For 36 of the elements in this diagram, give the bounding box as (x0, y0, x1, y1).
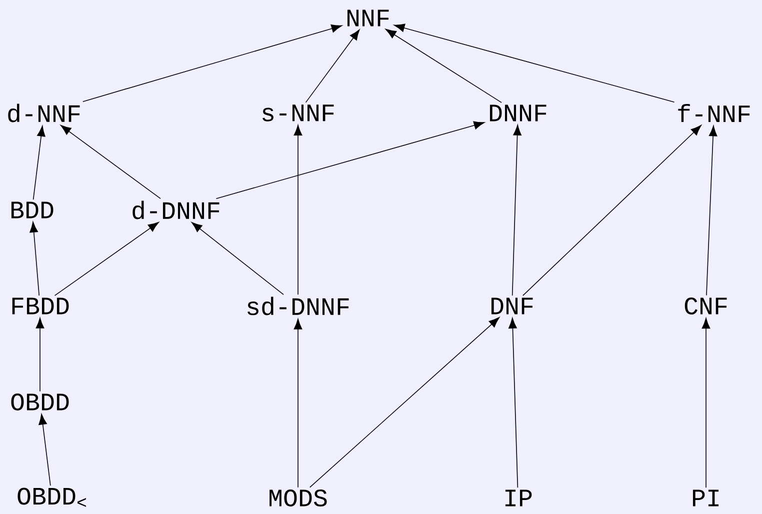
formula-label: DNF (491, 298, 533, 314)
arrow (702, 318, 710, 488)
formula-label: d-DNNF (132, 200, 220, 220)
formula-label: s-NNF (262, 104, 334, 122)
arrow (309, 317, 500, 488)
arrow (30, 222, 40, 296)
arrow (54, 222, 159, 296)
formula-label: BDD (11, 202, 54, 218)
arrow (38, 414, 51, 486)
formula-label: FBDD (12, 298, 69, 314)
arrow (512, 124, 522, 296)
arrow (394, 24, 675, 103)
arrow (36, 318, 44, 392)
arrow (706, 126, 718, 296)
formula-label: CNF (684, 298, 727, 314)
formula-label: IP (505, 490, 532, 506)
formula-label: OBDD$_{<}$ (18, 488, 86, 507)
formula-label: OBDD (11, 394, 69, 410)
arrow (32, 126, 46, 200)
arrow (522, 125, 702, 296)
formula-label: DNNF (490, 104, 546, 122)
arrow (60, 124, 161, 199)
arrow (385, 28, 502, 103)
arrow (294, 124, 302, 295)
formula-label: NNF (347, 10, 389, 26)
formula-label: PI (692, 490, 719, 506)
formula-label: sd-DNNF (248, 296, 349, 316)
arrow (191, 222, 284, 295)
formula-label: d-NNF (8, 104, 80, 122)
arrow (305, 29, 360, 103)
arrow (82, 24, 342, 102)
arrow (216, 121, 485, 199)
arrow (294, 318, 302, 488)
formula-label: MODS (270, 490, 327, 506)
arrow (508, 318, 518, 488)
formula-label: f-NNF (678, 104, 750, 122)
